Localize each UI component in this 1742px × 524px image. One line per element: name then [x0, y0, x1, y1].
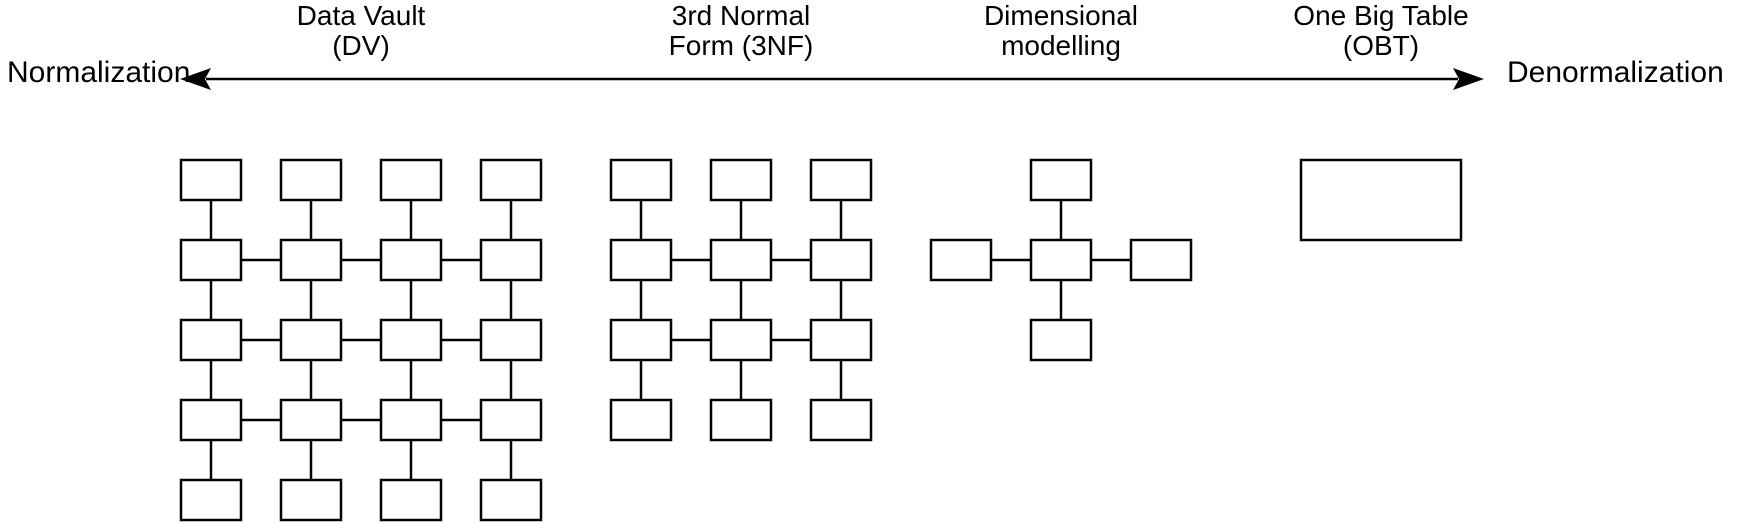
table-box: [179, 158, 243, 202]
table-box: [809, 158, 873, 202]
table-box: [1129, 238, 1193, 282]
approach-label-data-vault: Data Vault (DV): [201, 1, 521, 61]
table-box: [179, 478, 243, 522]
table-box: [379, 318, 443, 362]
table-box: [479, 318, 543, 362]
table-box: [709, 238, 773, 282]
table-box: [279, 478, 343, 522]
table-box: [379, 158, 443, 202]
table-box: [709, 398, 773, 442]
approach-label-third-normal-form: 3rd Normal Form (3NF): [581, 1, 901, 61]
approach-label-line: One Big Table: [1293, 0, 1469, 31]
table-box: [709, 318, 773, 362]
approach-label-line: (DV): [332, 30, 390, 61]
axis-label-normalization: Normalization: [7, 56, 191, 89]
table-box: [479, 238, 543, 282]
table-box: [609, 398, 673, 442]
table-box: [609, 318, 673, 362]
approach-label-line: Data Vault: [296, 0, 426, 31]
table-box: [609, 158, 673, 202]
approach-label-line: Form (3NF): [668, 30, 814, 61]
table-box: [1299, 158, 1463, 242]
table-box: [479, 478, 543, 522]
table-box: [709, 158, 773, 202]
approach-label-one-big-table: One Big Table (OBT): [1221, 1, 1541, 61]
schema-dimensional-modelling: [929, 158, 1193, 362]
table-box: [479, 158, 543, 202]
schema-data-vault: [179, 158, 543, 522]
table-box: [1029, 238, 1093, 282]
table-box: [279, 238, 343, 282]
table-box: [279, 398, 343, 442]
axis-label-denormalization: Denormalization: [1507, 56, 1724, 89]
approach-label-line: modelling: [1001, 30, 1121, 61]
right-arrowhead-icon: [1453, 68, 1484, 90]
left-arrowhead-icon: [180, 68, 211, 90]
approach-label-line: (OBT): [1342, 30, 1420, 61]
approach-label-line: 3rd Normal: [671, 0, 811, 31]
table-box: [929, 238, 993, 282]
table-box: [179, 238, 243, 282]
approach-label-dimensional-modelling: Dimensional modelling: [901, 1, 1221, 61]
table-box: [279, 158, 343, 202]
schema-third-normal-form: [609, 158, 873, 442]
table-box: [279, 318, 343, 362]
table-box: [609, 238, 673, 282]
table-box: [809, 318, 873, 362]
table-box: [379, 478, 443, 522]
table-box: [379, 398, 443, 442]
table-box: [479, 398, 543, 442]
table-box: [379, 238, 443, 282]
table-box: [809, 238, 873, 282]
table-box: [1029, 158, 1093, 202]
table-box: [809, 398, 873, 442]
approach-label-line: Dimensional: [983, 0, 1139, 31]
table-box: [1029, 318, 1093, 362]
schema-one-big-table: [1299, 158, 1463, 242]
table-box: [179, 398, 243, 442]
table-box: [179, 318, 243, 362]
